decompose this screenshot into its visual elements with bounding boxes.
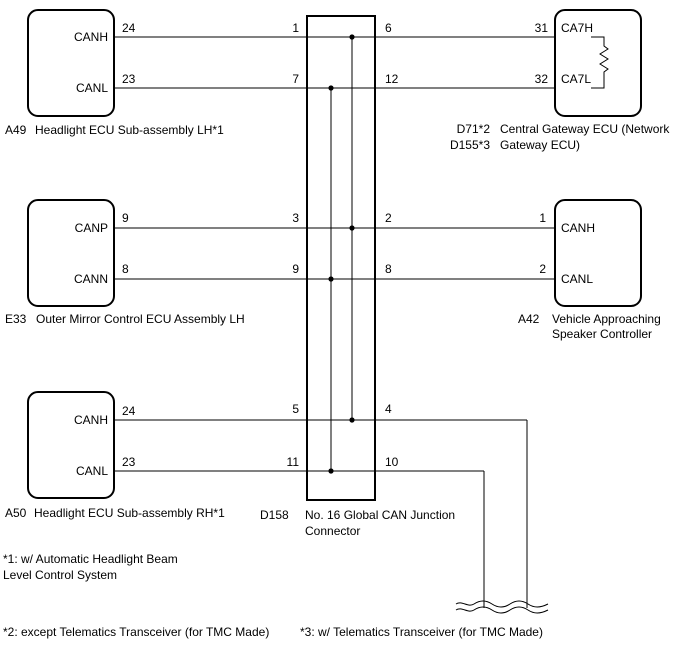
component-name: Outer Mirror Control ECU Assembly LH — [36, 312, 245, 326]
pin-label: CANL — [561, 272, 593, 286]
component-code: A49 — [5, 123, 27, 137]
component-name: No. 16 Global CAN Junction — [305, 508, 455, 522]
component-code: D155*3 — [450, 138, 490, 152]
junction-connector-box — [306, 15, 376, 501]
pin-label: CANP — [75, 221, 108, 235]
ecu-box-a50 — [27, 391, 115, 499]
terminal-number: 8 — [122, 262, 129, 276]
ecu-box-d71 — [554, 9, 642, 117]
terminal-number: 24 — [122, 21, 136, 35]
resistor-icon — [591, 36, 609, 89]
footnote: Level Control System — [3, 568, 117, 582]
junction-pin-number: 9 — [292, 262, 299, 276]
junction-dot — [328, 468, 334, 474]
component-name: Speaker Controller — [552, 327, 652, 341]
component-code: D158 — [260, 508, 289, 522]
terminal-number: 32 — [535, 72, 549, 86]
component-name: Connector — [305, 524, 360, 538]
footnote: *2: except Telematics Transceiver (for T… — [3, 625, 269, 639]
junction-pin-number: 11 — [287, 455, 300, 469]
pin-label: CA7L — [561, 72, 591, 86]
junction-pin-number: 6 — [385, 21, 392, 35]
component-code: E33 — [5, 312, 27, 326]
component-code: A42 — [518, 312, 540, 326]
junction-pin-number: 12 — [385, 72, 399, 86]
junction-pin-number: 10 — [385, 455, 399, 469]
pin-label: CANL — [76, 464, 108, 478]
junction-dot — [349, 417, 355, 423]
terminal-number: 24 — [122, 404, 136, 418]
terminal-number: 23 — [122, 455, 136, 469]
pin-label: CA7H — [561, 21, 593, 35]
pin-label: CANN — [74, 272, 108, 286]
pin-label: CANH — [561, 221, 595, 235]
component-name: Headlight ECU Sub-assembly LH*1 — [35, 123, 224, 137]
junction-dot — [349, 225, 355, 231]
junction-pin-number: 4 — [385, 402, 392, 416]
wire-break-mark-lower — [455, 606, 549, 614]
junction-pin-number: 8 — [385, 262, 392, 276]
component-name: Headlight ECU Sub-assembly RH*1 — [34, 506, 225, 520]
terminal-number: 31 — [535, 21, 549, 35]
junction-dot — [349, 34, 355, 40]
component-name: Central Gateway ECU (Network — [500, 122, 670, 136]
junction-dot — [328, 276, 334, 282]
ecu-box-e33 — [27, 199, 115, 307]
junction-pin-number: 2 — [385, 211, 392, 225]
junction-pin-number: 1 — [292, 21, 299, 35]
component-name: Gateway ECU) — [500, 138, 580, 152]
junction-pin-number: 5 — [292, 402, 299, 416]
ecu-box-a49 — [27, 9, 115, 117]
pin-label: CANH — [74, 30, 108, 44]
component-code: A50 — [5, 506, 27, 520]
footnote: *3: w/ Telematics Transceiver (for TMC M… — [300, 625, 543, 639]
junction-dot — [328, 85, 334, 91]
terminal-number: 1 — [539, 211, 546, 225]
terminal-number: 9 — [122, 211, 129, 225]
pin-label: CANH — [74, 413, 108, 427]
wire-break-mark-upper — [455, 600, 549, 608]
component-name: Vehicle Approaching — [552, 312, 661, 326]
junction-pin-number: 7 — [292, 72, 299, 86]
pin-label: CANL — [76, 81, 108, 95]
footnote: *1: w/ Automatic Headlight Beam — [3, 552, 178, 566]
component-code: D71*2 — [457, 122, 491, 136]
terminal-number: 2 — [539, 262, 546, 276]
junction-pin-number: 3 — [292, 211, 299, 225]
ecu-box-a42 — [554, 199, 642, 307]
terminal-number: 23 — [122, 72, 136, 86]
